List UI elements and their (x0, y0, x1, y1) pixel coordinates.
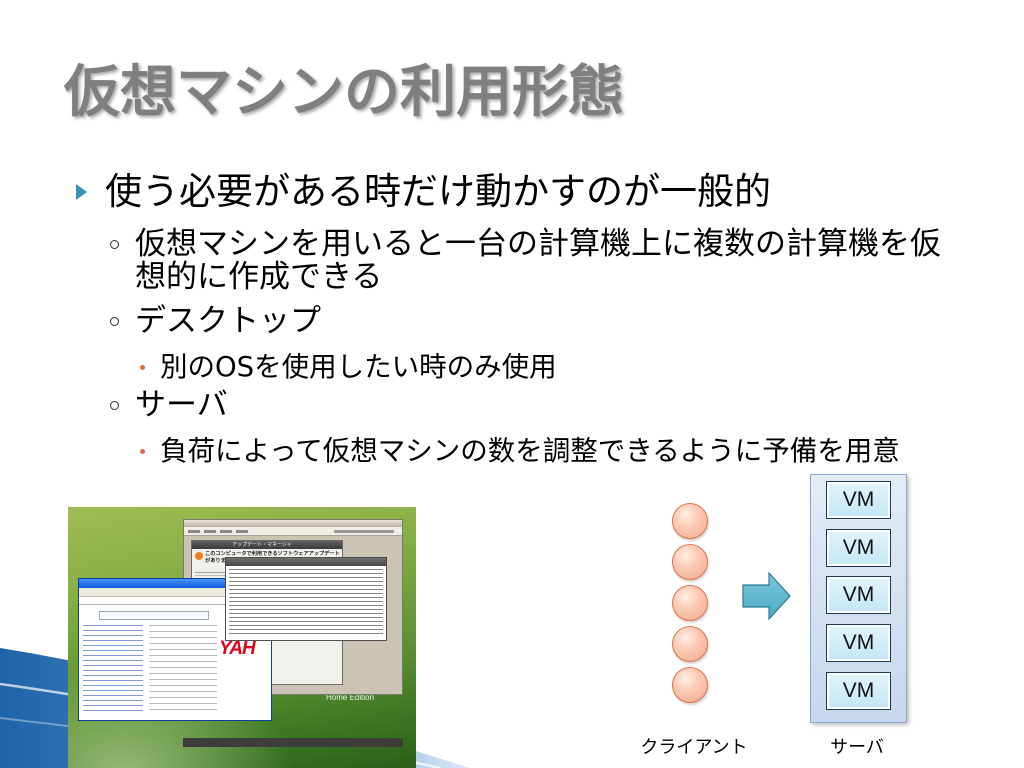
vm-box: VM (826, 624, 891, 662)
client-circle (672, 585, 708, 621)
bullet-item-level1: 使う必要がある時だけ動かすのが一般的 (76, 170, 771, 213)
browser-titlebar (79, 579, 271, 588)
bullet-item-level2: デスクトップ (110, 303, 321, 339)
update-manager-title: アップデート・マネージャ (232, 542, 292, 548)
dot-bullet-icon (140, 449, 145, 454)
client-circle (672, 544, 708, 580)
page-nav-links-placeholder (83, 625, 143, 715)
bullet-text: サーバ (135, 387, 228, 423)
portal-logo: YAH (219, 638, 256, 659)
dot-bullet-icon (140, 365, 145, 370)
bullet-text: 負荷によって仮想マシンの数を調整できるように予備を用意 (160, 435, 900, 467)
vm-box: VM (826, 672, 891, 710)
bullet-item-level2: 仮想マシンを用いると一台の計算機上に複数の計算機を仮想的に作成できる (110, 226, 955, 295)
terminal-output-placeholder (229, 569, 383, 637)
edition-label: Home Edition (326, 693, 375, 702)
vm-box: VM (826, 529, 891, 567)
hollow-circle-bullet-icon (110, 401, 119, 410)
update-icon (195, 552, 203, 560)
block-arrow-right-icon (742, 572, 791, 620)
page-search-box (99, 611, 209, 620)
desktop-screenshot: Home Edition アップデート・マネージャ このコンピュータで利用できる… (68, 507, 416, 768)
terminal-window (225, 557, 387, 641)
bullet-text: 別のOSを使用したい時のみ使用 (160, 351, 557, 383)
hollow-circle-bullet-icon (110, 317, 119, 326)
server-box: VM VM VM VM VM (810, 474, 907, 723)
terminal-titlebar (226, 558, 386, 566)
vm-box: VM (826, 576, 891, 614)
client-group (672, 503, 708, 703)
panel-menu-placeholder (188, 530, 248, 533)
update-notice: このコンピュータで利用できるソフトウェアアップデートがあります (205, 551, 340, 564)
arrow-shape (742, 572, 791, 620)
client-circle (672, 503, 708, 539)
page-content-placeholder (149, 625, 217, 715)
triangle-bullet-icon (76, 184, 87, 200)
update-manager-titlebar: アップデート・マネージャ (192, 541, 342, 549)
bullet-item-level2: サーバ (110, 387, 228, 423)
client-label: クライアント (640, 737, 748, 758)
vm-box: VM (826, 481, 891, 519)
bullet-text: 仮想マシンを用いると一台の計算機上に複数の計算機を仮想的に作成できる (135, 226, 941, 295)
bullet-text: デスクトップ (135, 303, 321, 339)
slide-title: 仮想マシンの利用形態 (64, 60, 624, 125)
hollow-circle-bullet-icon (110, 240, 119, 249)
browser-address-bar (79, 597, 271, 605)
client-circle (672, 667, 708, 703)
client-circle (672, 626, 708, 662)
browser-toolbar (79, 588, 271, 597)
panel-clock-placeholder (334, 530, 394, 533)
desktop-top-panel (184, 527, 402, 536)
bullet-item-level3: 負荷によって仮想マシンの数を調整できるように予備を用意 (140, 435, 900, 467)
server-label: サーバ (830, 737, 884, 758)
vm-window-titlebar (184, 520, 402, 527)
bottom-panel (183, 738, 403, 747)
bullet-item-level3: 別のOSを使用したい時のみ使用 (140, 351, 557, 383)
bullet-text: 使う必要がある時だけ動かすのが一般的 (105, 170, 771, 213)
